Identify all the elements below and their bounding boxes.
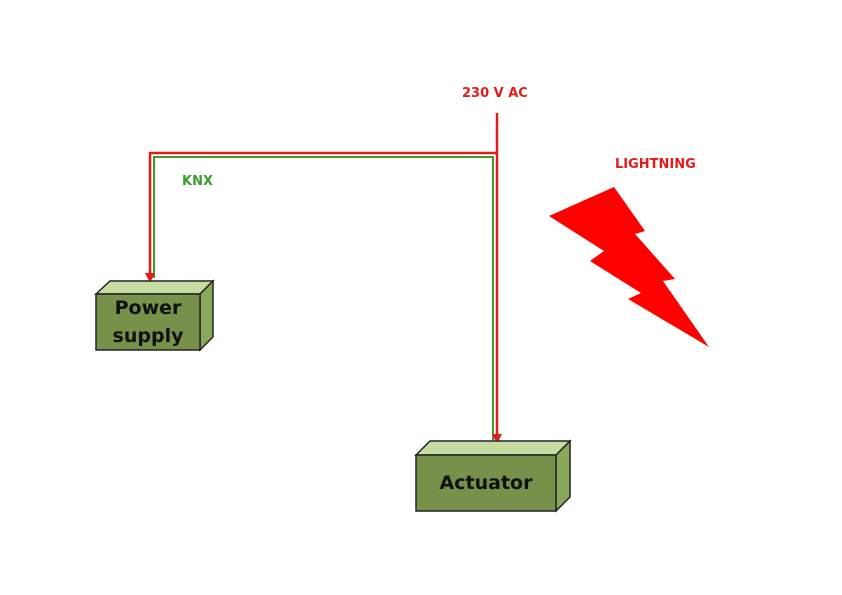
actuator-top: [414, 440, 572, 456]
arrow-to-power-supply: [145, 273, 155, 283]
power-supply-label-line2: supply: [112, 325, 184, 347]
power-supply-top: [94, 280, 215, 295]
power-supply-box: [94, 279, 215, 352]
knx-label: KNX: [182, 174, 213, 189]
power-supply-front: [95, 293, 201, 351]
power-supply-label-line1: Power: [114, 297, 182, 319]
lightning-bolt-icon: [549, 187, 709, 347]
actuator-front: [415, 454, 557, 512]
actuator-label: Actuator: [439, 472, 533, 494]
knx-line: [153, 156, 494, 440]
actuator-box: [414, 439, 572, 513]
lightning-label: LIGHTNING: [615, 157, 696, 172]
mains-line: [148, 151, 499, 436]
power-supply-label: Power supply: [96, 294, 200, 350]
mains-label: 230 V AC: [462, 86, 528, 101]
arrow-to-actuator: [492, 434, 502, 444]
power-supply-side: [199, 279, 214, 352]
